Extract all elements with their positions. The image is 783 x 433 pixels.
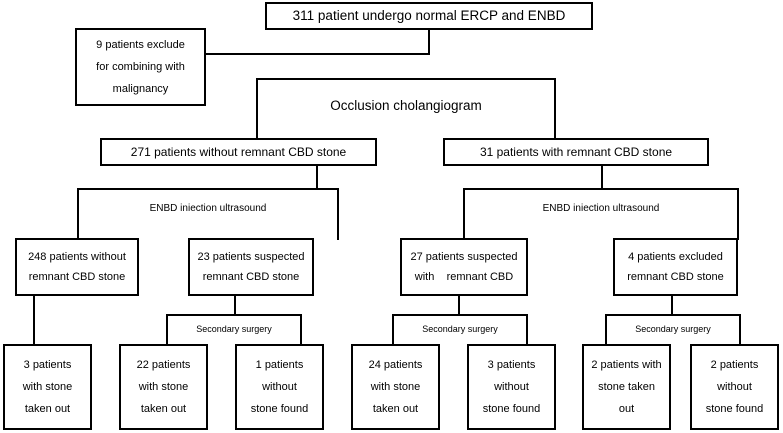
node-outcome24-line-3: taken out: [372, 402, 419, 415]
node-outcome1-line-3: stone found: [250, 402, 309, 415]
connector-root-to-excluded: [204, 53, 430, 55]
node-enbd-right-bracket: ENBD iniection ultrasound: [463, 188, 739, 240]
node-outcome22-line-2: with stone: [138, 380, 189, 393]
node-outcome3-line-1: 3 patients: [23, 358, 72, 371]
connector-n23-to-surgery1: [234, 296, 236, 316]
node-outcome3b-box: 3 patients without stone found: [467, 344, 556, 430]
node-outcome2-line-3: out: [618, 402, 635, 415]
node-root-label: 311 patient undergo normal ERCP and ENBD: [292, 8, 566, 24]
node-enbd-left-label: ENBD iniection ultrasound: [149, 203, 267, 214]
connector-n27-to-surgery2: [458, 296, 460, 316]
connector-n4-to-surgery3: [671, 296, 673, 316]
node-outcome3b-line-2: without: [494, 380, 529, 393]
node-outcome22-box: 22 patients with stone taken out: [119, 344, 208, 430]
node-outcome24-line-2: with stone: [370, 380, 421, 393]
node-surgery1-bracket: Secondary surgery: [166, 314, 302, 346]
node-outcome1-line-1: 1 patients: [255, 358, 304, 371]
node-n27-line-2: with remnant CBD: [414, 270, 514, 283]
node-n248-line-2: remnant CBD stone: [28, 270, 126, 283]
node-n27-line-1: 27 patients suspected: [410, 250, 518, 263]
node-occlusion-label: Occlusion cholangiogram: [330, 98, 482, 113]
node-n27-box: 27 patients suspected with remnant CBD: [400, 238, 528, 296]
connector-n248-to-outcome3: [33, 296, 35, 344]
node-outcome3b-line-1: 3 patients: [487, 358, 536, 371]
node-outcome2b-box: 2 patients without stone found: [690, 344, 779, 430]
node-excluded-box: 9 patients exclude for combining with ma…: [75, 28, 206, 106]
node-surgery1-label: Secondary surgery: [196, 324, 272, 334]
node-enbd-right-label: ENBD iniection ultrasound: [542, 203, 660, 214]
node-surgery3-label: Secondary surgery: [635, 324, 711, 334]
node-excluded-line-1: 9 patients exclude: [96, 38, 185, 51]
node-outcome2b-line-2: without: [717, 380, 752, 393]
node-with-cbd-box: 31 patients with remnant CBD stone: [443, 138, 709, 166]
node-n23-box: 23 patients suspected remnant CBD stone: [188, 238, 314, 296]
node-outcome1-box: 1 patients without stone found: [235, 344, 324, 430]
node-root-box: 311 patient undergo normal ERCP and ENBD: [265, 2, 593, 30]
node-outcome2b-line-3: stone found: [705, 402, 764, 415]
node-n23-line-2: remnant CBD stone: [202, 270, 300, 283]
node-without-cbd-label: 271 patients without remnant CBD stone: [130, 145, 347, 159]
node-outcome3-line-2: with stone: [22, 380, 73, 393]
node-outcome2b-line-1: 2 patients: [710, 358, 759, 371]
node-n4-line-2: remnant CBD stone: [627, 270, 724, 283]
node-outcome3-box: 3 patients with stone taken out: [3, 344, 92, 430]
node-enbd-left-bracket: ENBD iniection ultrasound: [77, 188, 339, 240]
node-outcome1-line-2: without: [262, 380, 297, 393]
node-outcome3-line-3: taken out: [24, 402, 71, 415]
node-n4-box: 4 patients excluded remnant CBD stone: [613, 238, 738, 296]
node-without-cbd-box: 271 patients without remnant CBD stone: [100, 138, 377, 166]
node-outcome24-line-1: 24 patients: [368, 358, 423, 371]
node-surgery2-bracket: Secondary surgery: [392, 314, 528, 346]
connector-root-stem: [428, 30, 430, 54]
node-n248-line-1: 248 patients without: [28, 250, 126, 263]
node-occlusion-bracket: Occlusion cholangiogram: [256, 78, 556, 138]
node-excluded-line-3: malignancy: [112, 82, 169, 95]
node-outcome24-box: 24 patients with stone taken out: [351, 344, 440, 430]
node-surgery3-bracket: Secondary surgery: [605, 314, 741, 346]
node-outcome22-line-3: taken out: [140, 402, 187, 415]
node-surgery2-label: Secondary surgery: [422, 324, 498, 334]
node-n23-line-1: 23 patients suspected: [197, 250, 305, 263]
node-outcome2-line-1: 2 patients with: [591, 358, 662, 371]
node-outcome22-line-1: 22 patients: [136, 358, 191, 371]
connector-without-cbd-stem: [316, 166, 318, 190]
node-n248-box: 248 patients without remnant CBD stone: [15, 238, 139, 296]
node-excluded-line-2: for combining with: [96, 60, 185, 73]
node-with-cbd-label: 31 patients with remnant CBD stone: [479, 145, 673, 159]
connector-with-cbd-stem: [601, 166, 603, 190]
node-outcome2-box: 2 patients with stone taken out: [582, 344, 671, 430]
node-n4-line-1: 4 patients excluded: [628, 250, 723, 263]
node-outcome2-line-2: stone taken: [598, 380, 655, 393]
node-outcome3b-line-3: stone found: [482, 402, 541, 415]
